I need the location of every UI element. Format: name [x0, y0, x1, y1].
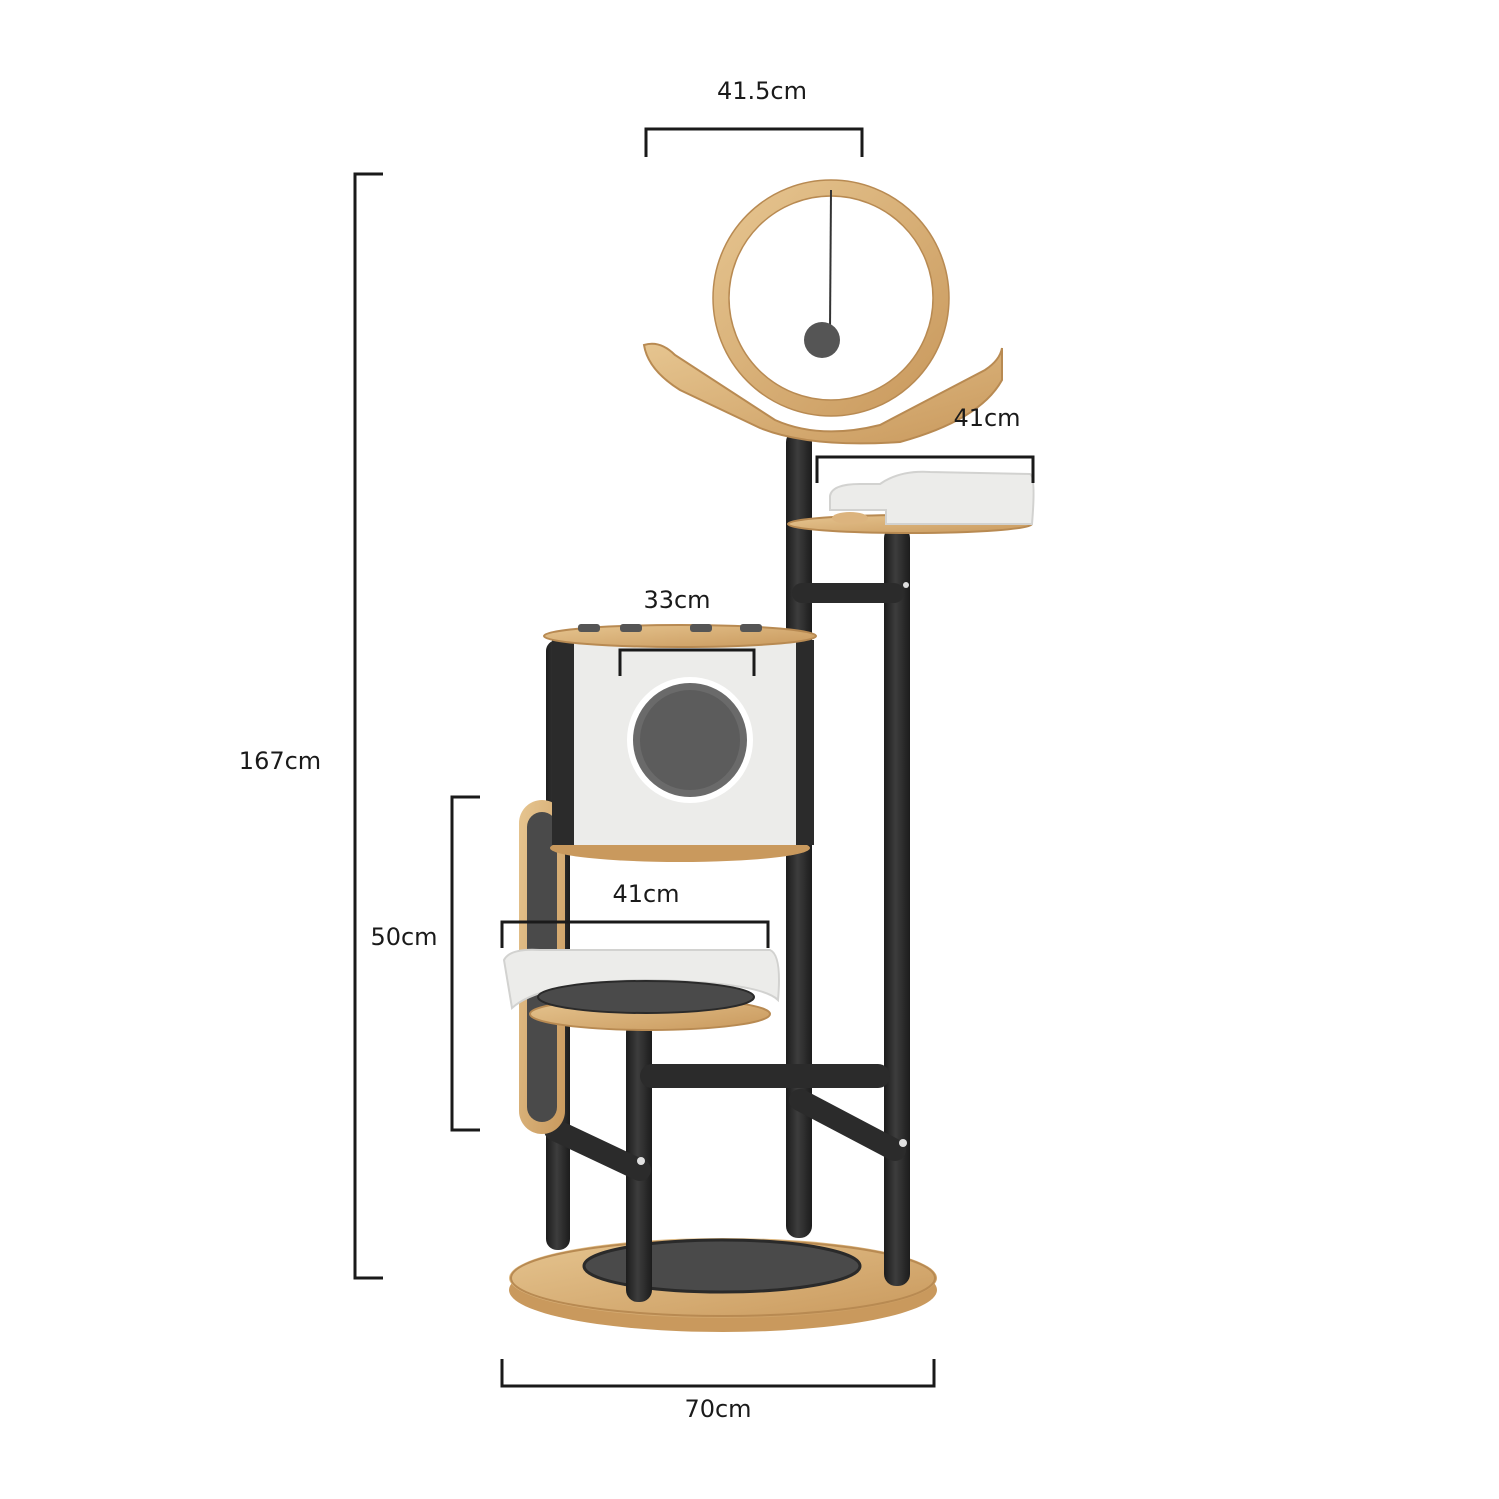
upper-perch: [787, 470, 1035, 534]
base-scratch-mat: [582, 1238, 862, 1294]
dimension-bracket-condo: [618, 648, 756, 676]
wooden-ring: [713, 180, 949, 416]
label-base-width: 70cm: [684, 1395, 751, 1423]
bolt: [899, 1139, 907, 1147]
dimension-bracket-base-width: [500, 1359, 936, 1388]
label-upper-perch-width: 41cm: [953, 404, 1020, 432]
crossbar-upper: [792, 583, 904, 603]
label-total-height: 167cm: [239, 747, 321, 775]
dimension-bracket-lower-perch-width: [500, 920, 770, 948]
top-ring-perch: [642, 179, 1003, 445]
hammock-bed: [642, 342, 1003, 445]
label-lower-perch-height: 50cm: [370, 923, 437, 951]
dimension-bracket-upper-perch: [815, 455, 1035, 483]
bolt: [637, 1157, 645, 1165]
hanging-toy-ball: [804, 322, 840, 358]
crossbar-diagonal-right: [789, 1089, 906, 1161]
bolt: [903, 582, 909, 588]
label-condo-width: 33cm: [643, 586, 710, 614]
label-lower-perch-width: 41cm: [612, 880, 679, 908]
lower-perch-mat: [537, 980, 755, 1014]
crossbar-lower: [640, 1064, 890, 1088]
toy-string: [829, 189, 832, 331]
dimension-bracket-total-height: [353, 172, 383, 1280]
condo: [543, 624, 817, 862]
crossbar-diagonal-left: [544, 1119, 651, 1181]
cat-tree-illustration: [502, 179, 1035, 1332]
dimension-lines: [353, 127, 1035, 1388]
dimension-bracket-top-width: [644, 127, 864, 157]
pole-back-right: [884, 526, 910, 1286]
dimension-bracket-lower-perch-height: [450, 795, 480, 1132]
label-top-width: 41.5cm: [717, 77, 807, 105]
lower-perch: [502, 948, 780, 1031]
